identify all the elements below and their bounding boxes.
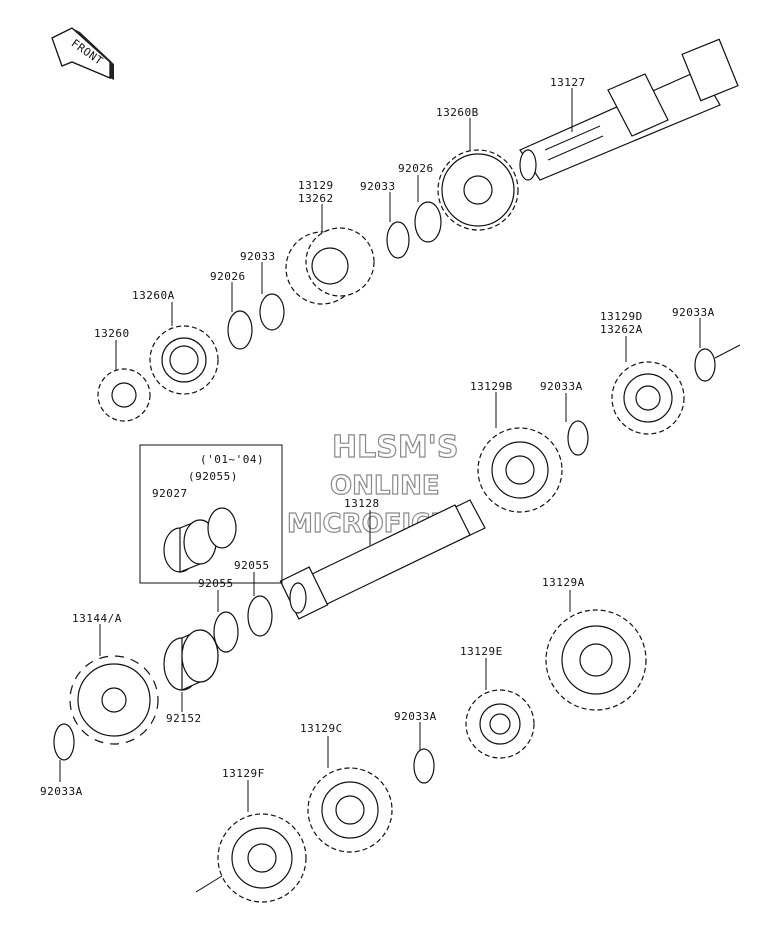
oring-92055-box xyxy=(207,507,237,549)
label-13127: 13127 xyxy=(550,76,586,89)
label-13129: 13129 xyxy=(298,179,334,192)
label-box-years: ('01~'04) xyxy=(200,453,264,466)
label-13128: 13128 xyxy=(344,497,380,510)
label-92152: 92152 xyxy=(166,712,202,725)
circlip-92026-mid xyxy=(227,310,253,350)
circlip-92026-top xyxy=(414,201,442,243)
circlip-92033A-low xyxy=(413,748,435,784)
label-92033A-mid: 92033A xyxy=(540,380,583,393)
label-13260B: 13260B xyxy=(436,106,479,119)
bracket-box xyxy=(139,444,283,584)
gear-13129F xyxy=(217,813,307,903)
label-92026-top: 92026 xyxy=(398,162,434,175)
label-13129C: 13129C xyxy=(300,722,343,735)
gear-13129C xyxy=(307,767,393,853)
label-13129E: 13129E xyxy=(460,645,503,658)
sprocket-13144A xyxy=(69,655,159,745)
gear-13129A xyxy=(545,609,647,711)
circlip-92033-mid xyxy=(259,293,285,331)
label-92027: 92027 xyxy=(152,487,188,500)
label-92055-b: 92055 xyxy=(234,559,270,572)
label-13260A: 13260A xyxy=(132,289,175,302)
circlip-92033A-left xyxy=(53,723,75,761)
circlip-92033A-mid xyxy=(567,420,589,456)
label-box-part: (92055) xyxy=(188,470,238,483)
label-92033A-low: 92033A xyxy=(394,710,437,723)
label-13129F: 13129F xyxy=(222,767,265,780)
label-13129A: 13129A xyxy=(542,576,585,589)
gear-13129D-13262A xyxy=(611,361,685,435)
circlip-92033A-right xyxy=(694,348,716,382)
gear-13129-13262 xyxy=(285,227,375,305)
label-92033A-right: 92033A xyxy=(672,306,715,319)
axis-line-bottom xyxy=(195,875,223,893)
drive-shaft-13128 xyxy=(279,499,486,620)
leader-lines xyxy=(59,88,701,812)
label-13129B: 13129B xyxy=(470,380,513,393)
watermark-line2: ONLINE xyxy=(330,471,440,501)
bushing-92152 xyxy=(163,629,219,691)
oring-92055-b xyxy=(247,595,273,637)
gear-13260A xyxy=(149,325,219,395)
gear-13260B xyxy=(437,149,519,231)
label-13262A: 13262A xyxy=(600,323,643,336)
label-92033-top: 92033 xyxy=(360,180,396,193)
label-92033-mid: 92033 xyxy=(240,250,276,263)
label-13144A: 13144/A xyxy=(72,612,122,625)
label-13129D: 13129D xyxy=(600,310,643,323)
gear-13129E xyxy=(465,689,535,759)
gear-13129B xyxy=(477,427,563,513)
axis-line-right xyxy=(714,344,741,359)
label-13260: 13260 xyxy=(94,327,130,340)
label-13262: 13262 xyxy=(298,192,334,205)
label-92055-a: 92055 xyxy=(198,577,234,590)
watermark: HLSM'S ONLINE MICROFICHE xyxy=(286,429,470,539)
label-92026-mid: 92026 xyxy=(210,270,246,283)
main-shaft-13127 xyxy=(519,38,739,181)
circlip-92033-top xyxy=(386,221,410,259)
oring-92055-a xyxy=(213,611,239,653)
label-92033A-left: 92033A xyxy=(40,785,83,798)
gear-13260 xyxy=(97,368,151,422)
front-arrow-icon: FRONT xyxy=(51,27,114,80)
watermark-line1: HLSM'S xyxy=(332,430,458,465)
